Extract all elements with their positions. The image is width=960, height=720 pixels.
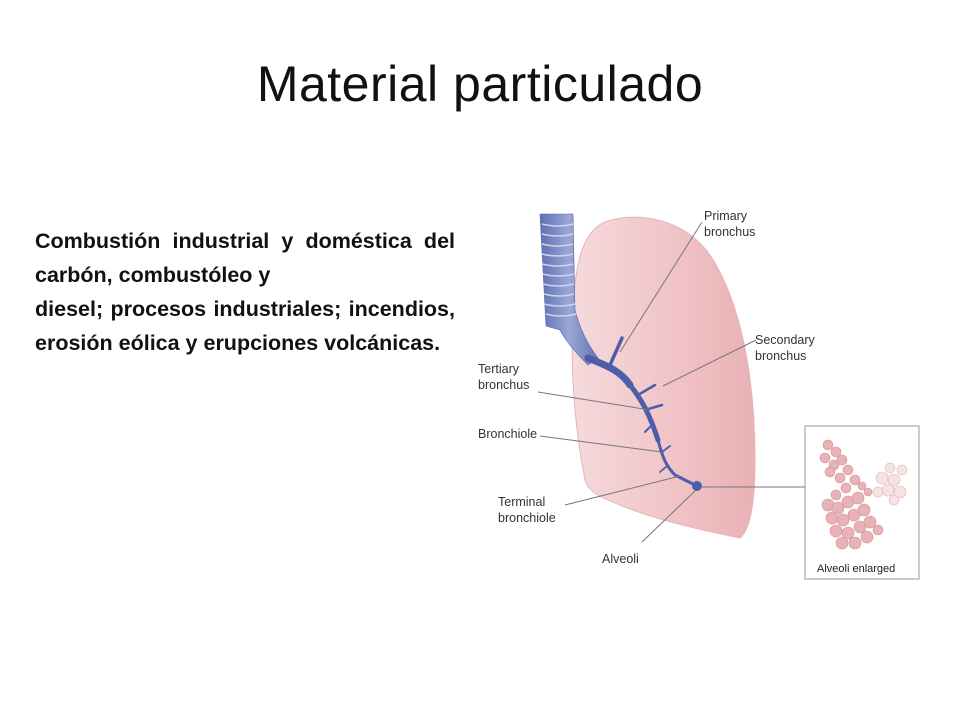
body-paragraph-1: Combustión industrial y doméstica del ca…: [35, 229, 455, 287]
lung-diagram: Primary bronchus Secondary bronchus Tert…: [478, 209, 920, 580]
trachea-rings: [541, 223, 577, 317]
label-primary-2: bronchus: [704, 225, 755, 239]
label-tertiary-1: Tertiary: [478, 362, 520, 376]
primary-bronchus: [584, 354, 634, 389]
body-text: Combustión industrial y doméstica del ca…: [35, 224, 455, 360]
label-alveoli: Alveoli: [602, 552, 639, 566]
alveoli-cluster: [819, 439, 884, 550]
label-terminal-1: Terminal: [498, 495, 545, 509]
body-paragraph-2: diesel; procesos industriales; incendios…: [35, 297, 455, 355]
lung-shape: [571, 216, 756, 539]
alveoli-inset: Alveoli enlarged: [804, 425, 920, 580]
secondary-bronchus: [608, 336, 624, 367]
alveoli-sac: [692, 481, 702, 491]
label-bronchiole: Bronchiole: [478, 427, 537, 441]
label-terminal-2: bronchiole: [498, 511, 556, 525]
slide-title: Material particulado: [256, 56, 704, 112]
leader-lines: [537, 221, 805, 543]
bronchial-tree: [584, 336, 697, 487]
label-tertiary-2: bronchus: [478, 378, 529, 392]
label-secondary-1: Secondary: [755, 333, 816, 347]
bronchiole: [656, 438, 697, 487]
label-primary-1: Primary: [704, 209, 748, 223]
alveoli-cluster-pale: [872, 462, 908, 506]
inset-caption: Alveoli enlarged: [817, 563, 895, 575]
label-secondary-2: bronchus: [755, 349, 806, 363]
